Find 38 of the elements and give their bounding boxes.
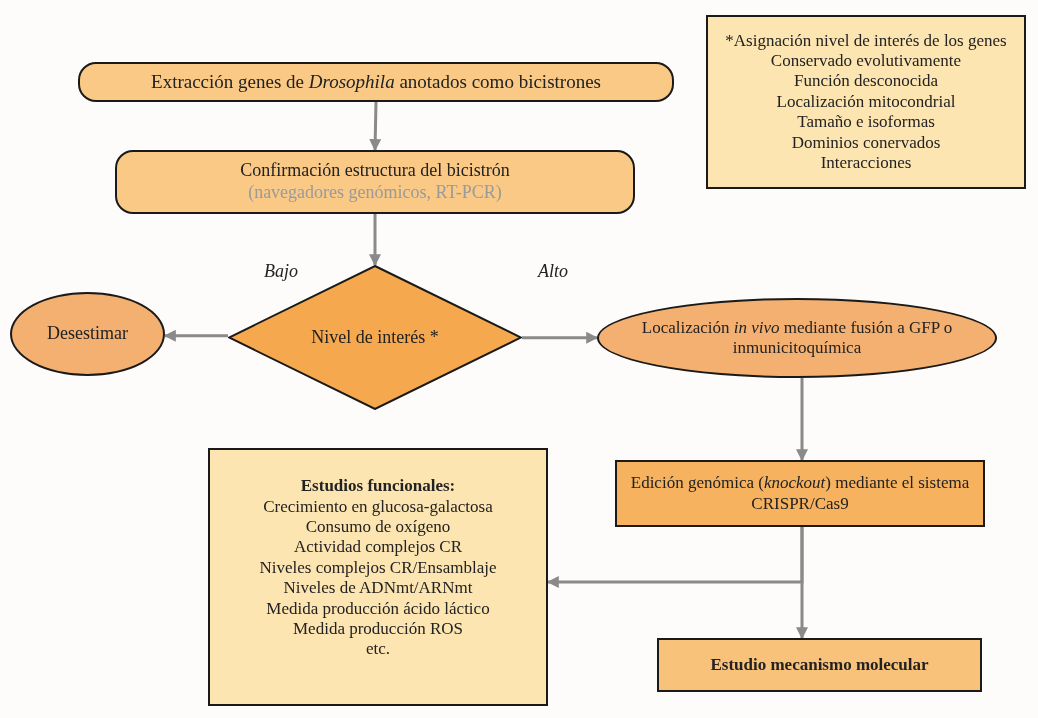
node-text: Extracción genes de Drosophila anotados como bicistrones <box>151 70 601 94</box>
list-item: Conservado evolutivamente <box>770 51 962 72</box>
arrow <box>522 331 599 344</box>
arrow <box>796 378 808 462</box>
list-item: Dominios conervados <box>791 132 941 153</box>
process-box <box>78 62 674 102</box>
list-item: Niveles complejos CR/Ensamblaje <box>259 557 497 579</box>
arrow <box>163 329 228 342</box>
list-item: Actividad complejos CR <box>293 537 463 558</box>
node-text: Localización in vivo mediante fusión a GFP o inmunicitoquímica <box>640 317 954 359</box>
list-item: etc. <box>365 639 391 660</box>
functional-studies-box <box>208 448 548 706</box>
node-text: Nivel de interés * <box>311 326 439 349</box>
list-item: Localización mitocondrial <box>776 91 956 113</box>
list-item: Consumo de oxígeno <box>305 517 451 538</box>
list-item: Crecimiento en glucosa-galactosa <box>263 496 493 517</box>
list-item: Tamaño e isoformas <box>797 112 935 133</box>
method-note: (navegadores genómicos, RT-PCR) <box>248 182 502 204</box>
decision-diamond <box>228 265 522 410</box>
list-item: Función desconocida <box>794 71 938 92</box>
node-text: Edición genómica (knockout) mediante el sistema CRISPR/Cas9 <box>629 473 971 514</box>
edge-label: Bajo <box>262 262 300 282</box>
process-box <box>657 638 982 692</box>
process-box <box>115 150 635 214</box>
node-text: Estudio mecanismo molecular <box>710 654 929 676</box>
arrow <box>369 214 381 267</box>
box-heading: Estudios funcionales: <box>300 476 456 497</box>
process-box <box>615 460 985 527</box>
criteria-box <box>706 15 1026 189</box>
list-item: Niveles de ADNmt/ARNmt <box>283 578 473 599</box>
arrow <box>369 101 382 152</box>
node-text: Confirmación estructura del bicistrón <box>240 160 510 182</box>
node-text: Desestimar <box>47 323 128 345</box>
list-item: Interacciones <box>820 152 912 174</box>
box-heading: *Asignación nivel de interés de los genes <box>725 30 1007 51</box>
list-item: Medida producción ácido láctico <box>266 598 490 619</box>
arrow <box>796 527 808 640</box>
list-item: Medida producción ROS <box>293 618 463 640</box>
